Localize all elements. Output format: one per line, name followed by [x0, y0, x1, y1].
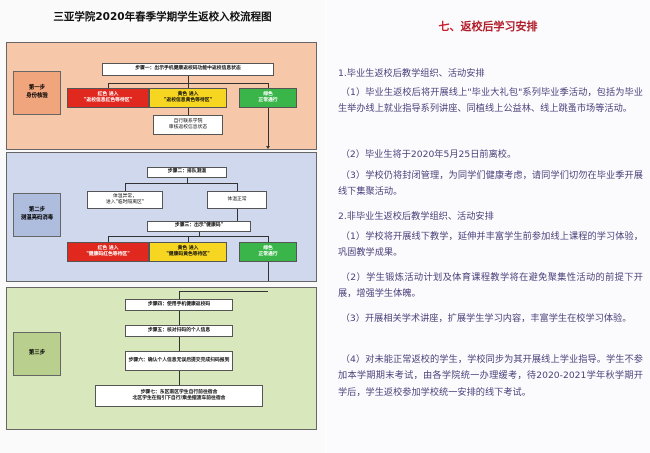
step1-box: 步骤一：出示手机健康返校码功能中返校信息状态	[102, 63, 274, 76]
section-title: 返校后学习安排	[460, 20, 538, 33]
arrow-head	[266, 146, 270, 149]
graduates-item-3: （3）学校仍将封闭管理，为同学们健康考虑，请同学们切勿在毕业季开展线下集聚活动。	[338, 170, 643, 198]
contact-college-box: 自行联系学院 审核返校信息状态	[153, 115, 223, 135]
step4-box: 步骤四：使用手机健康返校码	[125, 299, 233, 311]
stage-identity-verification: 第一步 身份核验 步骤一：出示手机健康返校码功能中返校信息状态 红色 进入 "返…	[6, 42, 317, 150]
non-graduates-item-2: （2）学生锻炼活动计划及体育课程教学将在避免聚集性活动的前提下开展，增强学生体魄…	[338, 272, 643, 300]
section-number: 七、	[438, 20, 461, 33]
arrow	[179, 291, 268, 292]
study-arrangement-panel: 七、返校后学习安排 1.毕业生返校后教学组织、活动安排 （1）毕业生返校后将开展…	[326, 0, 650, 453]
green-health-code-box: 绿色 正常通行	[239, 242, 297, 262]
non-graduates-item-3: （3）开展相关学术讲座，扩展学生学习内容，丰富学生在校学习体验。	[340, 313, 632, 324]
arrow	[268, 262, 269, 281]
graduates-item-1: （1）毕业生返校后将开展线上"毕业大礼包"系列毕业季活动，包括为毕业生举办线上就…	[338, 87, 643, 115]
arrow	[268, 108, 269, 146]
arrow	[108, 236, 109, 242]
arrow	[237, 209, 238, 221]
arrow	[187, 178, 188, 183]
arrow	[188, 83, 189, 88]
arrow	[188, 236, 189, 242]
stage-checkin: 第三步 步骤四：使用手机健康返校码 步骤五：核对扫码的个人信息 步骤六：确认个人…	[6, 287, 317, 430]
arrow	[199, 232, 200, 236]
flowchart-panel: 三亚学院2020年春季学期学生返校入校流程图 第一步 身份核验 步骤一：出示手机…	[6, 11, 317, 430]
yellow-health-code-box: 黄色 进入 "健康码黄色等待区"	[149, 242, 227, 262]
arrow	[188, 108, 189, 115]
step7-north: 北区学生在指引下自行/乘坐摆渡车前往宿舍	[132, 396, 226, 401]
step2-box: 步骤二：排队测温	[147, 167, 227, 178]
arrow	[237, 183, 238, 191]
step7-east-south: 步骤七：东区南区学生自行前往宿舍	[140, 389, 218, 395]
flowchart-title: 三亚学院2020年春季学期学生返校入校流程图	[53, 11, 272, 23]
arrow	[179, 337, 180, 351]
graduates-item-2: （2）毕业生将于2020年5月25日前离校。	[340, 149, 517, 160]
arrow	[268, 236, 269, 242]
arrow	[125, 183, 126, 191]
step6-box: 步骤六：确认个人信息无误后提交完成扫码报到	[125, 351, 233, 371]
arrow	[125, 183, 237, 184]
section-heading: 七、返校后学习安排	[326, 18, 650, 34]
stage-label: 第一步 身份核验	[13, 71, 61, 115]
stage-label: 第二步 测温亮码消毒	[13, 193, 61, 237]
arrow	[179, 371, 180, 385]
abnormal-temperature-box: 体温异常， 进入"临时隔离区"	[87, 191, 163, 209]
arrow	[108, 83, 109, 88]
step7-box: 步骤七：东区南区学生自行前往宿舍 北区学生在指引下自行/乘坐摆渡车前往宿舍	[95, 385, 263, 407]
step5-box: 步骤五：核对扫码的个人信息	[125, 325, 233, 337]
arrow	[188, 76, 189, 83]
arrow	[179, 311, 180, 325]
graduates-heading: 1.毕业生返校后教学组织、活动安排	[338, 68, 485, 79]
non-graduates-item-4: （4）对未能正常返校的学生，学校同步为其开展线上学业指导。学生不参加本学期期末考…	[338, 354, 643, 398]
non-graduates-heading: 2.非毕业生返校后教学组织、活动安排	[338, 211, 494, 222]
yellow-code-box: 黄色 进入 "返校信息黄色等待区"	[149, 88, 227, 108]
red-code-box: 红色 进入 "返校信息红色等待区"	[67, 88, 149, 108]
stage-temperature-check: 第二步 测温亮码消毒 步骤二：排队测温 体温异常， 进入"临时隔离区" 体温正常…	[6, 152, 317, 282]
step3-box: 步骤三：出示"健康码"	[147, 221, 251, 232]
non-graduates-item-1: （1）学校将开展线下教学，延伸并丰富学生前参加线上课程的学习体验，巩固教学成果。	[338, 231, 643, 259]
stage-label: 第三步	[13, 332, 61, 376]
green-code-box: 绿色 正常通行	[239, 88, 297, 108]
arrow	[179, 291, 180, 299]
arrow	[268, 83, 269, 88]
normal-temperature-box: 体温正常	[207, 191, 267, 209]
red-health-code-box: 红色 进入 "健康码红色等待区"	[67, 242, 149, 262]
